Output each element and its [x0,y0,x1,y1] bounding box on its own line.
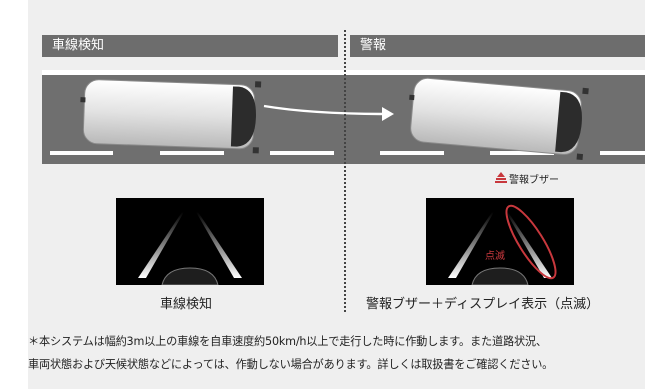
lane-dash [270,151,334,155]
alarm-title: 警報 [360,38,387,53]
section-divider [344,30,346,312]
lane-detection-display [116,198,264,285]
lane-detection-header: 車線検知 [42,35,338,57]
alarm-caption: 警報ブザー＋ディスプレイ表示（点滅） [366,297,600,312]
alarm-graphic [448,204,557,285]
lane-detection-title: 車線検知 [52,38,105,53]
blink-label: 点滅 [485,251,505,262]
lane-dash [490,151,554,155]
diagram-panel [28,0,645,389]
lane-detection-caption: 車線検知 [160,297,213,312]
lane-dash [380,151,444,155]
alarm-header: 警報 [350,35,645,57]
arrow-right-icon [263,104,394,121]
lane-dash [160,151,224,155]
buzzer-label: 警報ブザー [509,175,559,186]
buzzer-icon [495,172,507,183]
road-illustration [42,70,645,164]
car-right-icon [409,77,589,161]
car-left-icon [80,79,262,154]
footnote-line-2: 車両状態および天候状態などによっては、作動しない場合があります。詳しくは取扱書を… [28,358,554,371]
road-top-edge [42,70,645,75]
lane-dash [600,151,645,155]
road-svg [80,77,589,161]
lane-dash [50,151,113,155]
lane-detection-graphic [138,212,242,285]
alarm-display: 点滅 [426,198,574,285]
footnote-line-1: ＊本システムは幅約3m以上の車線を自車速度約50km/h以上で走行した時に作動し… [28,335,547,348]
